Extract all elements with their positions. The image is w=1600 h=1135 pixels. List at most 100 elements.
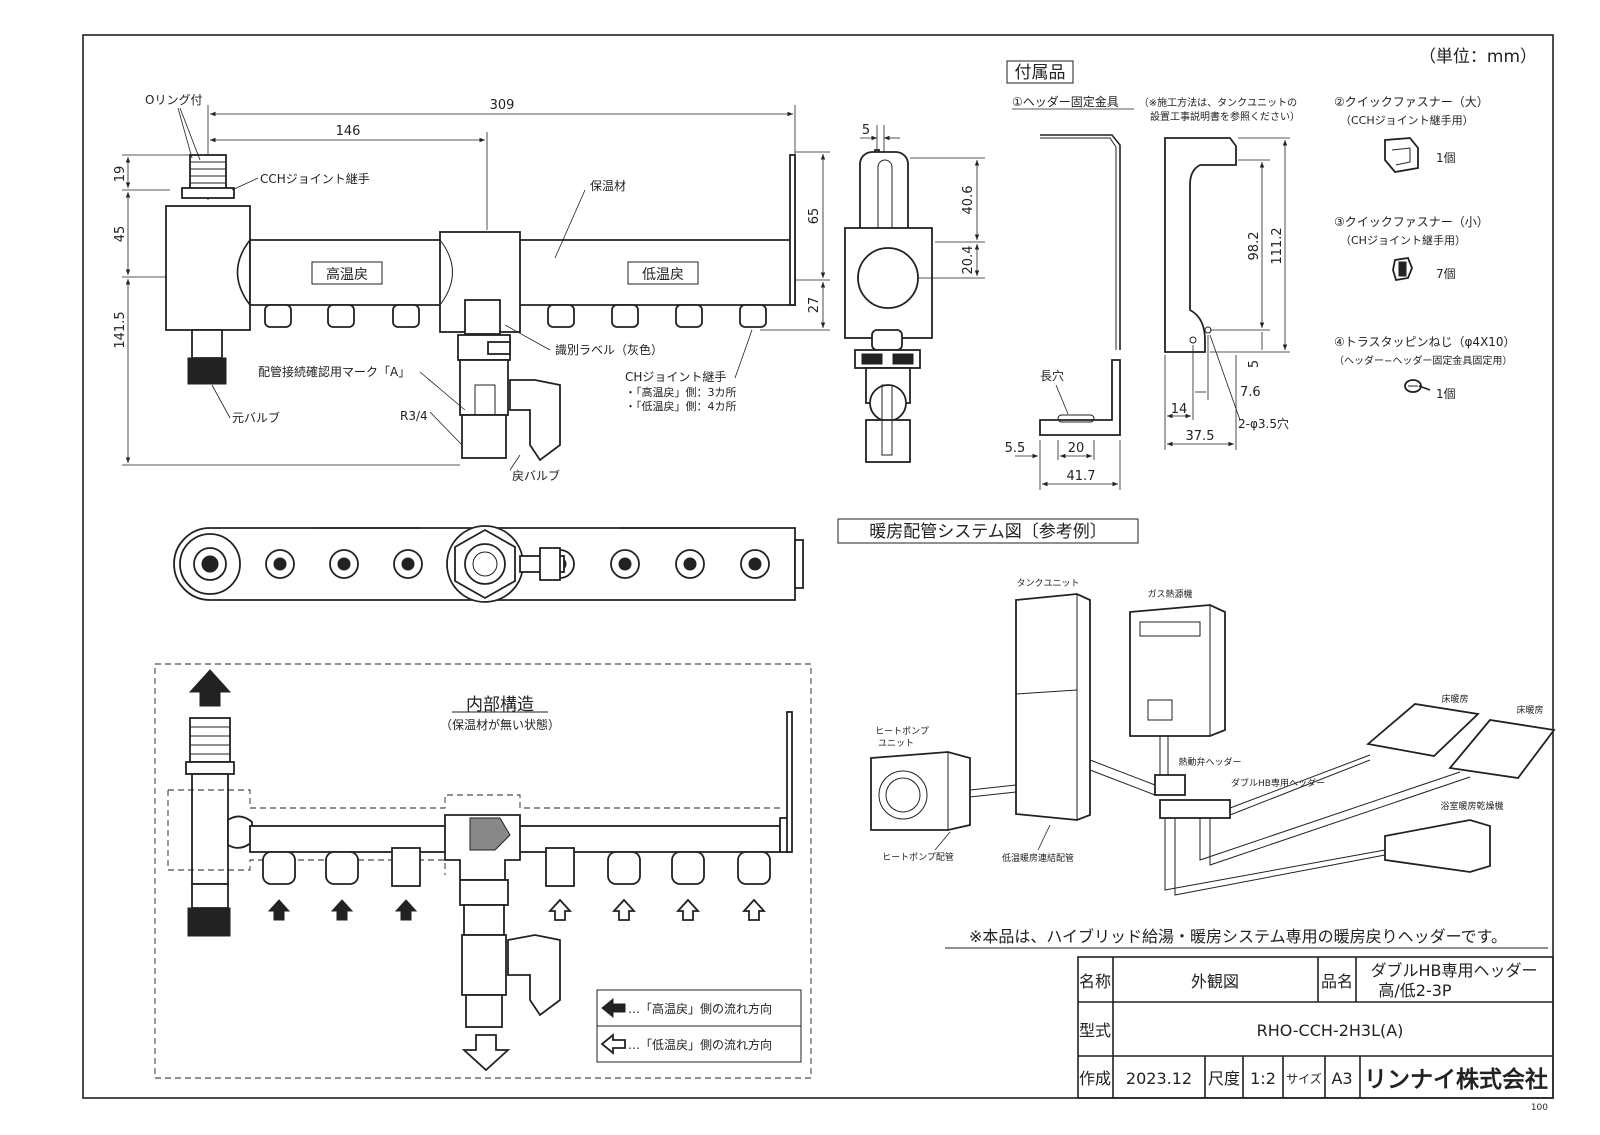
- heatpump-label-1: ヒートポンプ: [875, 726, 929, 737]
- size-label: サイズ: [1286, 1071, 1322, 1086]
- system-diagram: 暖房配管システム図〔参考例〕 タンクユニット ガス熱源機 ヒートポンプ ユニット…: [837, 518, 1556, 896]
- dim-total: 309: [490, 98, 515, 113]
- internal-subtitle: （保温材が無い状態）: [440, 717, 560, 732]
- dim-45: 45: [113, 226, 128, 243]
- size-value: A3: [1331, 1069, 1352, 1088]
- high-temp-label: 高温戻: [326, 266, 368, 283]
- dim-14: 14: [1171, 402, 1188, 417]
- dim-40-6: 40.6: [961, 186, 976, 215]
- scale-value: 1:2: [1250, 1069, 1276, 1088]
- dim-111-2: 111.2: [1270, 227, 1285, 264]
- company-name: リンナイ株式会社: [1364, 1066, 1548, 1093]
- floor1-label: 床暖房: [1441, 693, 1468, 705]
- oring-label: Oリング付: [145, 93, 202, 107]
- dim-half: 146: [336, 124, 361, 139]
- bath-dryer: [1384, 819, 1491, 873]
- page-mark: 100: [1531, 1103, 1548, 1113]
- item1-note2: 設置工事説明書を参照ください）: [1150, 110, 1300, 123]
- internal-structure: 内部構造 （保温材が無い状態）: [154, 663, 812, 1079]
- item2-sub: （CCHジョイント継手用）: [1340, 113, 1474, 127]
- long-hole-label: 長穴: [1040, 368, 1064, 383]
- made-value: 2023.12: [1126, 1069, 1192, 1088]
- dim-37-5: 37.5: [1186, 429, 1215, 444]
- flow-up-arrow-icon: [188, 669, 232, 707]
- name-value: 外観図: [1191, 972, 1239, 991]
- front-view: 309 146 19 45 141.5 65 27: [113, 93, 830, 483]
- tank-unit: [1015, 593, 1091, 821]
- id-label-text: 識別ラベル（灰色）: [555, 343, 663, 357]
- made-label: 作成: [1079, 1069, 1111, 1088]
- ch-high-count: ・「高温戻」側：3カ所: [625, 385, 737, 399]
- hp-pipe-label: ヒートポンプ配管: [882, 851, 954, 863]
- dim-20-4: 20.4: [961, 246, 976, 275]
- item1-label: ①ヘッダー固定金具: [1012, 94, 1119, 109]
- legend-low-arrow-icon: [600, 1033, 626, 1055]
- quick-fastener-large-icon: [1384, 137, 1419, 173]
- heatpump-label-2: ユニット: [878, 739, 914, 749]
- product-note: ※本品は、ハイブリッド給湯・暖房システム専用の暖房戻りヘッダーです。: [969, 927, 1507, 946]
- ch-joints-internal: [262, 847, 771, 887]
- dim-5-5: 5.5: [1005, 441, 1026, 456]
- truss-screw-icon: [1404, 379, 1431, 393]
- system-title: 暖房配管システム図〔参考例〕: [869, 522, 1107, 542]
- insulation-label: 保温材: [590, 179, 626, 193]
- dim-5-side: 5: [862, 123, 870, 138]
- gas-boiler: [1129, 604, 1226, 737]
- dim-98-2: 98.2: [1247, 232, 1262, 261]
- hole-label: 2-φ3.5穴: [1238, 416, 1289, 431]
- accessories: 付属品 ①ヘッダー固定金具 （※施工方法は、タンクユニットの 設置工事説明書を参…: [1005, 60, 1516, 490]
- dim-27: 27: [807, 297, 822, 314]
- sheet-border: [82, 34, 1554, 1099]
- thermo-header-label: 熱動弁ヘッダー: [1178, 756, 1241, 768]
- item4-qty: 1個: [1436, 387, 1456, 401]
- legend-high-arrow-icon: [601, 997, 626, 1019]
- boiler-label: ガス熱源機: [1147, 588, 1192, 600]
- double-header-label: ダブルHB専用ヘッダー: [1231, 777, 1325, 789]
- floor-heater-1: [1365, 703, 1480, 757]
- low-flow-arrows: [547, 898, 767, 921]
- item4-sub: （ヘッダー−ヘッダー固定金具固定用）: [1334, 354, 1512, 367]
- low-pipe-label: 低温暖房連結配管: [1002, 852, 1074, 864]
- heatpump-unit: [870, 751, 971, 831]
- scale-label: 尺度: [1208, 1069, 1240, 1088]
- ch-joints-front: [264, 304, 767, 328]
- product-label: 品名: [1321, 972, 1353, 991]
- dim-19: 19: [113, 166, 128, 183]
- unit-note: （単位：mm）: [1419, 47, 1537, 67]
- dim-41-7: 41.7: [1067, 469, 1096, 484]
- return-valve-label: 戻バルブ: [512, 468, 560, 483]
- item3-qty: 7個: [1436, 267, 1456, 281]
- header-assembly: [1154, 774, 1231, 819]
- ch-low-count: ・「低温戻」側：4カ所: [625, 400, 737, 413]
- bath-dryer-label: 浴室暖房乾燥機: [1440, 800, 1503, 812]
- tank-label: タンクユニット: [1016, 578, 1079, 589]
- item3-label: ③クイックファスナー（小）: [1334, 215, 1489, 229]
- top-view: [173, 525, 804, 603]
- high-flow-arrows: [267, 899, 418, 921]
- main-valve-label: 元バルブ: [232, 410, 280, 425]
- legend-low-text: …「低温戻」側の流れ方向: [628, 1037, 772, 1052]
- model-value: RHO-CCH-2H3L(A): [1257, 1021, 1404, 1040]
- side-view: 5 40.6 20.4: [844, 123, 985, 463]
- r34-label: R3/4: [400, 409, 428, 423]
- mark-a-label: 配管接続確認用マーク「A」: [258, 364, 410, 379]
- cch-joint-label: CCHジョイント継手: [260, 171, 370, 186]
- dim-20-acc: 20: [1068, 441, 1085, 456]
- model-label: 型式: [1079, 1021, 1111, 1040]
- legend-high-text: …「高温戻」側の流れ方向: [628, 1001, 772, 1016]
- dim-65: 65: [807, 208, 822, 225]
- item2-qty: 1個: [1436, 151, 1456, 165]
- title-block: 名称 外観図 品名 ダブルHB専用ヘッダー 高/低2-3P 型式 RHO-CCH…: [1077, 956, 1554, 1099]
- dim-7-6: 7.6: [1240, 385, 1261, 400]
- floor2-label: 床暖房: [1516, 704, 1543, 716]
- floor-heater-2: [1448, 719, 1556, 779]
- dim-141: 141.5: [113, 311, 128, 348]
- item3-sub: （CHジョイント継手用）: [1340, 233, 1466, 247]
- item4-label: ④トラスタッピンねじ（φ4X10）: [1334, 335, 1516, 349]
- product-line2: 高/低2-3P: [1378, 981, 1452, 1000]
- dim-5-acc: 5: [1247, 360, 1262, 368]
- ch-joint-label: CHジョイント継手: [625, 369, 726, 384]
- name-label: 名称: [1079, 972, 1111, 991]
